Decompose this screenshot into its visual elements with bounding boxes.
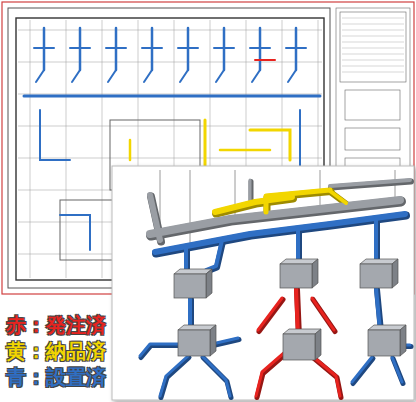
legend: 赤：発注済黄：納品済青：設置済 [6,312,106,390]
legend-text: 赤：発注済 [6,313,106,337]
duct [258,298,282,330]
plan-duct [180,70,188,82]
duct [150,195,160,240]
duct [160,356,188,396]
air-handling-unit [368,325,406,356]
duct [140,344,180,356]
duct [202,356,230,396]
plan-duct [220,149,270,152]
plan-duct [255,59,275,61]
duct [155,214,405,252]
duct [392,357,402,382]
plan-duct [24,95,320,98]
plan-duct [250,130,290,160]
plan-duct [214,47,234,49]
plan-duct [250,47,270,49]
plan-duct [288,70,296,82]
plan-duct [106,47,126,49]
plan-duct [216,70,224,82]
legend-text: 青：設置済 [6,365,106,389]
duct [249,180,252,200]
air-units [174,259,406,360]
plan-duct [70,47,90,49]
duct [312,298,334,330]
plan-duct [144,70,152,82]
legend-entry: 黄：納品済 [6,338,106,364]
air-handling-unit [280,259,318,288]
duct [266,190,330,212]
plan-duct [108,70,116,82]
air-handling-unit [174,269,212,298]
duct-shade [353,359,373,384]
duct [206,240,222,270]
plan-duct [34,47,54,49]
duct [330,191,346,203]
plan-duct [252,70,260,82]
duct [376,288,380,330]
plan-duct [36,70,44,82]
inset-panel [112,166,414,400]
ducts-3d [140,180,411,398]
duct [330,180,410,186]
plan-duct [286,47,306,49]
duct [215,197,292,212]
legend-text: 黄：納品済 [6,339,106,363]
duct [352,357,372,382]
duct [312,356,340,396]
plan-duct [178,47,198,49]
plan-duct [142,47,162,49]
legend-entry: 青：設置済 [6,364,106,390]
isometric-view [112,166,414,400]
air-handling-unit [360,259,398,288]
duct-shade [203,358,231,398]
plan-duct [60,215,90,250]
plan-duct [40,110,70,160]
plan-duct [72,70,80,82]
legend-entry: 赤：発注済 [6,312,106,338]
air-handling-unit [178,325,216,356]
duct [374,219,378,264]
duct-shade [259,300,283,332]
plan-duct [129,140,132,160]
air-handling-unit [283,329,321,360]
duct [256,352,285,396]
